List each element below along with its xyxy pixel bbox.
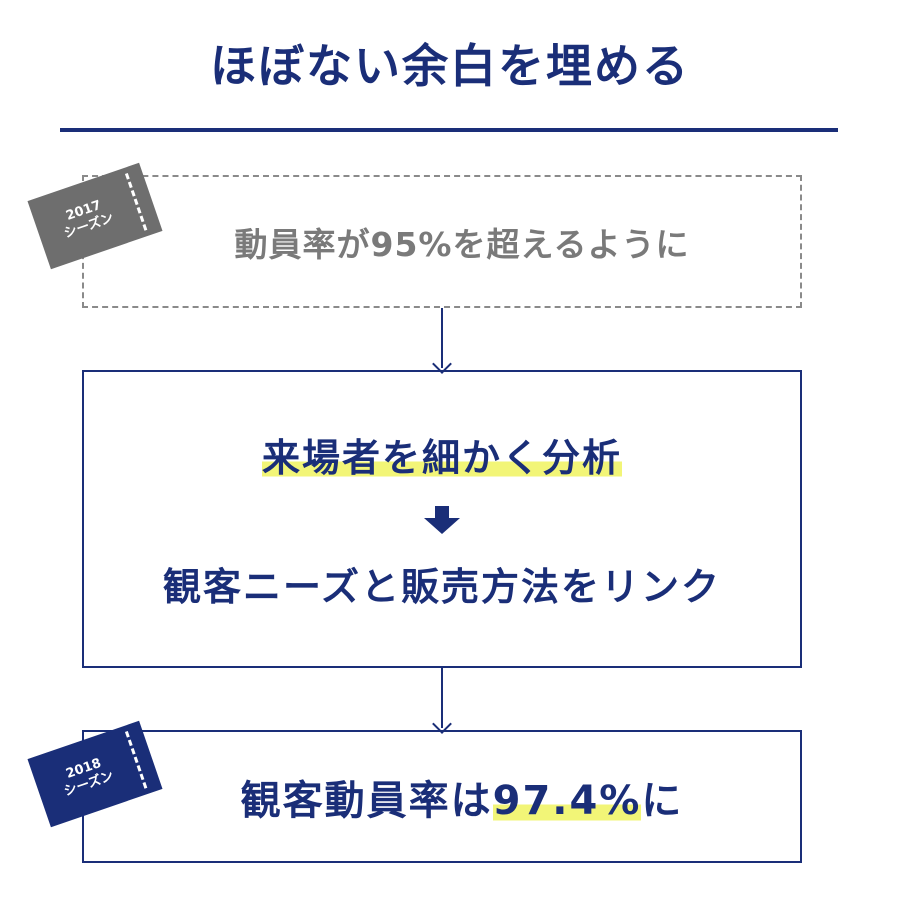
process-step-1-text: 来場者を細かく分析 xyxy=(261,436,622,480)
after-text-highlight: 97.4% xyxy=(492,777,642,824)
before-text: 動員率が95%を超えるように xyxy=(234,224,690,264)
before-box: 動員率が95%を超えるように xyxy=(82,175,802,308)
process-step-1: 来場者を細かく分析 xyxy=(261,427,622,482)
after-text: 観客動員率は97.4%に xyxy=(241,768,684,826)
process-box: 来場者を細かく分析 観客ニーズと販売方法をリンク xyxy=(82,370,802,668)
page-title: ほぼない余白を埋める xyxy=(210,39,690,93)
after-box: 観客動員率は97.4%に xyxy=(82,730,802,863)
after-text-prefix: 観客動員率は xyxy=(240,777,493,824)
after-text-suffix: に xyxy=(641,777,684,824)
bold-down-arrow-icon xyxy=(424,506,460,534)
title-divider xyxy=(60,128,838,132)
process-step-2: 観客ニーズと販売方法をリンク xyxy=(162,565,722,609)
